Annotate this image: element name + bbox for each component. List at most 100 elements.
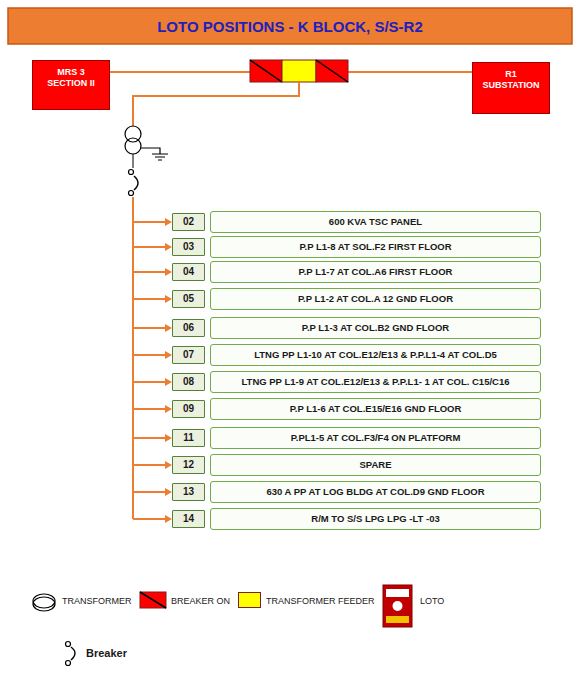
position-number-box: 06 bbox=[172, 319, 205, 337]
feeder-description-box: P.P L1-8 AT SOL.F2 FIRST FLOOR bbox=[210, 236, 541, 258]
position-number-box: 14 bbox=[172, 510, 205, 528]
feeder-description: 600 KVA TSC PANEL bbox=[329, 216, 422, 227]
feeder-arrow bbox=[133, 491, 166, 493]
position-number-box: 04 bbox=[172, 263, 205, 281]
position-number: 05 bbox=[183, 293, 194, 305]
legend-breaker-symbol bbox=[66, 661, 71, 666]
position-number-box: 05 bbox=[172, 290, 205, 308]
position-number: 08 bbox=[183, 376, 194, 388]
position-number: 04 bbox=[183, 266, 194, 278]
feeder-arrow bbox=[133, 271, 166, 273]
legend-text: LOTO bbox=[420, 596, 444, 606]
transformer-symbol bbox=[125, 138, 141, 154]
feeder-description-box: LTNG PP L1-10 AT COL.E12/E13 & P.P.L1-4 … bbox=[210, 344, 541, 366]
position-number: 03 bbox=[183, 241, 194, 253]
position-number: 11 bbox=[183, 432, 194, 444]
feeder-arrow bbox=[133, 221, 166, 223]
feeder-arrow bbox=[133, 298, 166, 300]
arrow-head bbox=[165, 434, 172, 442]
feeder-description-box: LTNG PP L1-9 AT COL.E12/E13 & P.P.L1- 1 … bbox=[210, 371, 541, 393]
feeder-description-box: 600 KVA TSC PANEL bbox=[210, 211, 541, 233]
feeder-symbol bbox=[282, 60, 316, 82]
position-number: 06 bbox=[183, 322, 194, 334]
feeder-description: SPARE bbox=[359, 459, 391, 470]
position-number: 07 bbox=[183, 349, 194, 361]
arrow-head bbox=[165, 295, 172, 303]
position-number-box: 12 bbox=[172, 456, 205, 474]
breaker-symbol bbox=[134, 176, 138, 190]
feeder-description-box: P.PL1-5 AT COL.F3/F4 ON PLATFORM bbox=[210, 427, 541, 449]
position-number-box: 02 bbox=[172, 213, 205, 231]
position-number: 12 bbox=[183, 459, 194, 471]
ground-symbol bbox=[141, 148, 168, 160]
feeder-description: LTNG PP L1-10 AT COL.E12/E13 & P.P.L1-4 … bbox=[254, 349, 497, 360]
substation-label: MRS 3 SECTION II bbox=[40, 67, 102, 89]
feeder-arrow bbox=[133, 437, 166, 439]
feeder-arrow bbox=[133, 381, 166, 383]
loto-icon-band bbox=[386, 616, 409, 623]
feeder-description: P.P L1-2 AT COL.A 12 GND FLOOR bbox=[298, 293, 453, 304]
feeder-description: P.P L1-8 AT SOL.F2 FIRST FLOOR bbox=[299, 241, 451, 252]
feeder-arrow bbox=[133, 246, 166, 248]
feeder-description: P.P L1-3 AT COL.B2 GND FLOOR bbox=[302, 322, 449, 333]
breaker-symbol bbox=[129, 191, 134, 196]
loto-icon-band bbox=[386, 589, 409, 597]
title-band bbox=[8, 8, 572, 44]
breaker-on-symbol bbox=[250, 60, 282, 82]
feeder-wire bbox=[133, 82, 299, 126]
feeder-arrows bbox=[133, 218, 172, 523]
legend-text: Breaker bbox=[86, 647, 127, 659]
substation-box: R1 SUBSTATION bbox=[472, 62, 550, 114]
feeder-arrow bbox=[133, 354, 166, 356]
feeder-description: LTNG PP L1-9 AT COL.E12/E13 & P.P.L1- 1 … bbox=[241, 376, 509, 387]
feeder-description-box: SPARE bbox=[210, 454, 541, 476]
legend-swatch bbox=[238, 592, 261, 608]
position-number-box: 03 bbox=[172, 238, 205, 256]
arrow-head bbox=[165, 218, 172, 226]
breaker-diagonal bbox=[250, 60, 282, 82]
arrow-head bbox=[165, 515, 172, 523]
substation-box: MRS 3 SECTION II bbox=[32, 60, 110, 110]
arrow-head bbox=[165, 405, 172, 413]
legend-text: TRANSFORMER FEEDER bbox=[266, 596, 375, 606]
arrow-head bbox=[165, 243, 172, 251]
feeder-arrow bbox=[133, 464, 166, 466]
breaker-on-symbol bbox=[316, 60, 348, 82]
legend-text: TRANSFORMER bbox=[62, 596, 132, 606]
position-number-box: 07 bbox=[172, 346, 205, 364]
feeder-description-box: R/M TO S/S LPG LPG -LT -03 bbox=[210, 508, 541, 530]
position-number: 09 bbox=[183, 403, 194, 415]
arrow-head bbox=[165, 351, 172, 359]
loto-icon bbox=[383, 585, 412, 627]
position-number: 02 bbox=[183, 216, 194, 228]
feeder-description: R/M TO S/S LPG LPG -LT -03 bbox=[311, 513, 439, 524]
feeder-arrow bbox=[133, 408, 166, 410]
position-number-box: 08 bbox=[172, 373, 205, 391]
substation-label: R1 SUBSTATION bbox=[480, 69, 542, 91]
position-number: 14 bbox=[183, 513, 194, 525]
title-text: LOTO POSITIONS - K BLOCK, S/S-R2 bbox=[8, 8, 572, 44]
legend-breaker-diagonal bbox=[140, 592, 166, 608]
position-number: 13 bbox=[183, 486, 194, 498]
feeder-arrow bbox=[133, 518, 166, 520]
wire bbox=[133, 154, 134, 168]
legend-text: BREAKER ON bbox=[171, 596, 230, 606]
position-number-box: 11 bbox=[172, 429, 205, 447]
feeder-arrow bbox=[133, 327, 166, 329]
feeder-description: P.P L1-7 AT COL.A6 FIRST FLOOR bbox=[299, 266, 453, 277]
feeder-description: P.PL1-5 AT COL.F3/F4 ON PLATFORM bbox=[291, 432, 461, 443]
feeder-description-box: P.P L1-3 AT COL.B2 GND FLOOR bbox=[210, 317, 541, 339]
position-number-box: 09 bbox=[172, 400, 205, 418]
legend-breaker-symbol bbox=[71, 647, 75, 660]
feeder-description-box: P.P L1-2 AT COL.A 12 GND FLOOR bbox=[210, 288, 541, 310]
legend-transformer-symbol bbox=[33, 594, 55, 608]
breaker-diagonal bbox=[316, 60, 348, 82]
loto-icon-skull bbox=[393, 601, 403, 611]
arrow-head bbox=[165, 488, 172, 496]
breaker-symbol bbox=[129, 170, 134, 175]
legend-breaker-symbol bbox=[66, 642, 71, 647]
arrow-head bbox=[165, 324, 172, 332]
legend-breaker-on-swatch bbox=[140, 592, 166, 608]
feeder-description-box: P.P L1-6 AT COL.E15/E16 GND FLOOR bbox=[210, 398, 541, 420]
